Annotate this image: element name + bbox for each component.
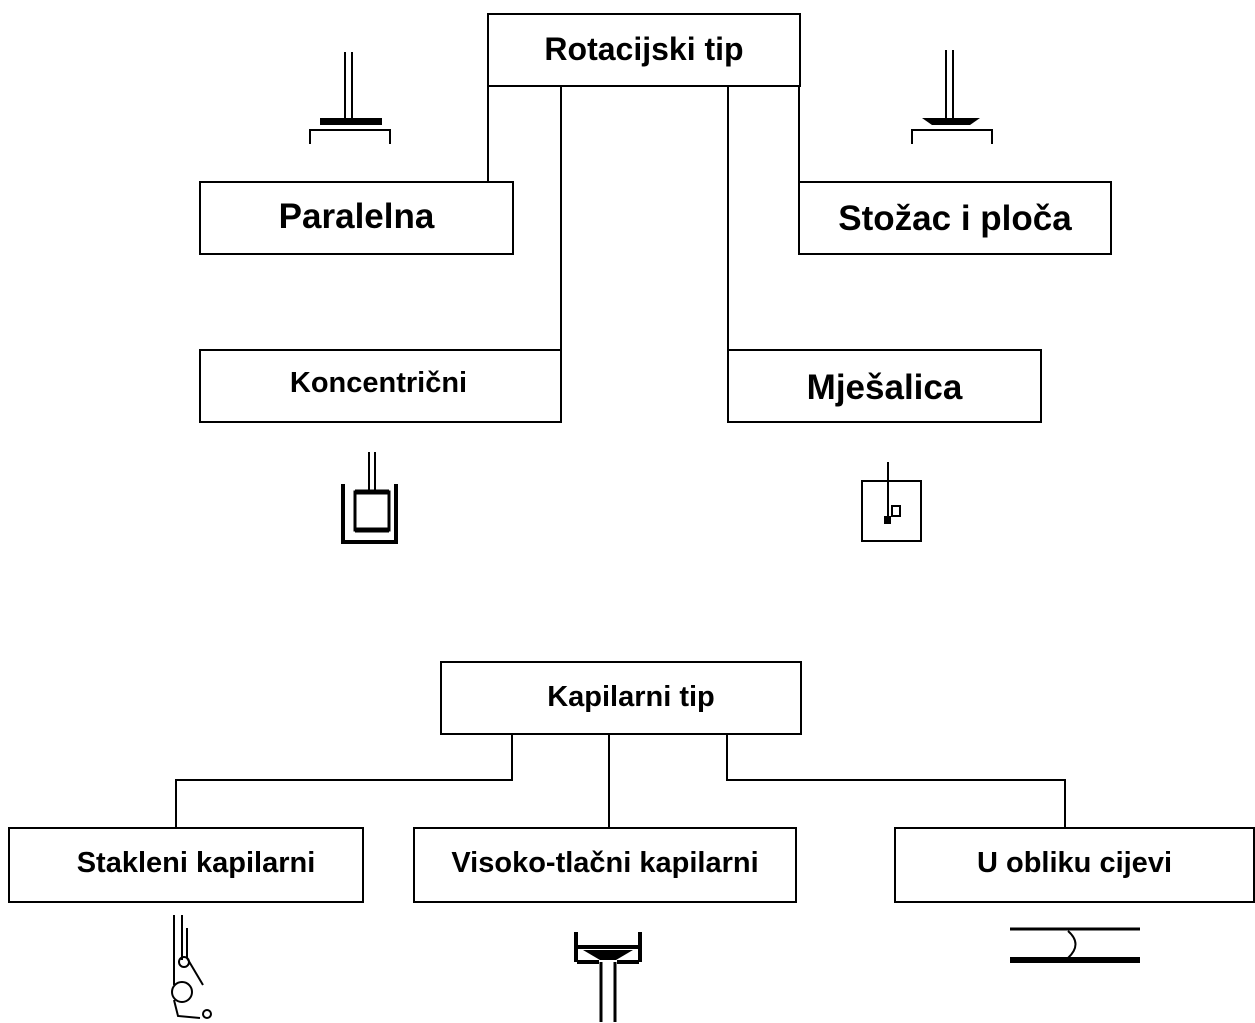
high-pressure-capillary-label: Visoko-tlačni kapilarni	[451, 847, 759, 879]
parallel-plate-label: Paralelna	[278, 197, 435, 236]
rotational-type-label: Rotacijski tip	[544, 31, 744, 67]
high-pressure-capillary-icon	[574, 932, 642, 1022]
tube-box: U obliku cijevi	[894, 827, 1255, 903]
mixer-icon	[861, 462, 922, 542]
glass-capillary-label: Stakleni kapilarni	[76, 847, 316, 879]
parallel-plate-icon	[309, 52, 391, 144]
cone-plate-icon	[911, 50, 993, 144]
capillary-connectors	[175, 734, 1066, 828]
cone-plate-box: Stožac i ploča	[798, 181, 1112, 255]
high-pressure-capillary-box: Visoko-tlačni kapilarni	[413, 827, 797, 903]
glass-capillary-icon	[171, 915, 212, 1019]
parallel-plate-box: Paralelna	[199, 181, 514, 255]
rotational-type-box: Rotacijski tip	[487, 13, 801, 87]
cone-plate-label: Stožac i ploča	[838, 199, 1072, 238]
concentric-label: Koncentrični	[289, 367, 468, 399]
mixer-box: Mješalica	[727, 349, 1042, 423]
mixer-label: Mješalica	[806, 368, 963, 407]
tube-label: U obliku cijevi	[977, 847, 1172, 879]
capillary-type-box: Kapilarni tip	[440, 661, 802, 735]
rotational-connectors	[487, 86, 800, 350]
glass-capillary-box: Stakleni kapilarni	[8, 827, 364, 903]
capillary-type-label: Kapilarni tip	[547, 681, 715, 713]
concentric-cylinder-icon	[341, 452, 398, 544]
concentric-box: Koncentrični	[199, 349, 562, 423]
tube-icon	[1010, 927, 1140, 963]
